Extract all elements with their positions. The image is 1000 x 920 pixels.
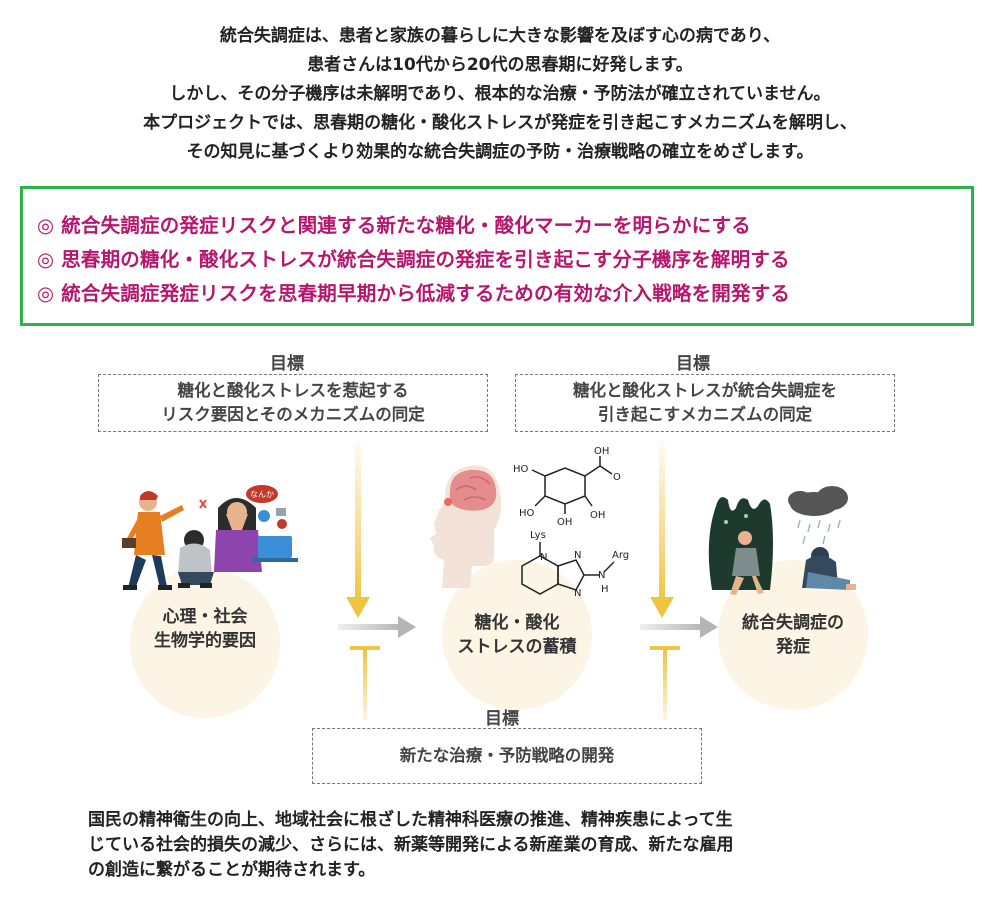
outro-line: じている社会的損失の減少、さらには、新薬等開発による新産業の育成、新たな雇用 (88, 835, 734, 855)
argpyrimidine-structure (521, 542, 615, 595)
intro-line: 患者さんは10代から20代の思春期に好発します。 (307, 55, 693, 75)
stage-line: 糖化・酸化 (474, 613, 560, 633)
down-arrow-left (346, 440, 370, 618)
inhibit-bar-left (350, 646, 380, 720)
outro-line: 国民の精神衛生の向上、地域社会に根ざした精神科医療の推進、精神疾患によって生 (88, 810, 733, 830)
target-label-left: 目標 (270, 354, 304, 374)
outro-text: 国民の精神衛生の向上、地域社会に根ざした精神科医療の推進、精神疾患によって生 じ… (88, 808, 948, 883)
down-arrow-right (650, 440, 674, 618)
chem-label: H (601, 584, 609, 595)
target-box-line: リスク要因とそのメカニズムの同定 (161, 405, 425, 424)
goal-item: ◎ 思春期の糖化・酸化ストレスが統合失調症の発症を引き起こす分子機序を解明する (37, 248, 790, 271)
target-box-bottom: 新たな治療・予防戦略の開発 (312, 728, 702, 784)
target-box-left: 糖化と酸化ストレスを惹起する リスク要因とそのメカニズムの同定 (98, 374, 488, 432)
goal-item: ◎ 統合失調症発症リスクを思春期早期から低減するための有効な介入戦略を開発する (37, 282, 791, 305)
glucuronic-acid-structure (531, 456, 613, 514)
stage-circle-factors (130, 568, 280, 718)
chem-labels-argpyrimidine: Lys N N N N H Arg (530, 530, 629, 599)
stage-text-onset: 統合失調症の 発症 (718, 611, 868, 659)
intro-line: その知見に基づくより効果的な統合失調症の予防・治療戦略の確立をめざします。 (186, 142, 814, 162)
intro-text: 統合失調症は、患者と家族の暮らしに大きな影響を及ぼす心の病であり、 患者さんは1… (0, 22, 1000, 167)
chem-label: N (598, 570, 605, 581)
chem-label: N (540, 552, 547, 563)
chem-label: Lys (530, 530, 546, 541)
intro-line: 本プロジェクトでは、思春期の糖化・酸化ストレスが発症を引き起こすメカニズムを解明… (143, 113, 857, 133)
stage-line: ストレスの蓄積 (457, 637, 577, 657)
chem-labels-glucuronic: OH O HO HO OH OH (513, 446, 621, 528)
stage-line: 統合失調症の (742, 613, 844, 633)
target-box-line: 引き起こすメカニズムの同定 (597, 405, 813, 424)
stage-line: 心理・社会 (162, 607, 248, 627)
chem-label: Arg (612, 550, 629, 561)
people-stress-illustration: なんか (122, 485, 298, 590)
onset-illustration (708, 486, 856, 595)
chem-label: OH (557, 517, 572, 528)
speech-bubble-text: なんか (250, 490, 274, 499)
stage-line: 発症 (776, 637, 810, 657)
inhibit-bar-right (650, 646, 680, 720)
target-box-line: 新たな治療・予防戦略の開発 (399, 746, 615, 765)
target-label-right: 目標 (676, 354, 710, 374)
stage-text-factors: 心理・社会 生物学的要因 (130, 605, 280, 653)
goals-box: ◎ 統合失調症の発症リスクと関連する新たな糖化・酸化マーカーを明らかにする ◎ … (20, 186, 974, 326)
chem-label: OH (594, 446, 609, 457)
target-box-right: 糖化と酸化ストレスが統合失調症を 引き起こすメカニズムの同定 (515, 374, 895, 432)
chem-label: N (574, 550, 581, 561)
chem-label: HO (513, 464, 529, 475)
stage-line: 生物学的要因 (154, 631, 256, 651)
goal-item: ◎ 統合失調症の発症リスクと関連する新たな糖化・酸化マーカーを明らかにする (37, 214, 751, 237)
stage-text-accumulation: 糖化・酸化 ストレスの蓄積 (442, 611, 592, 659)
flow-arrow-2 (640, 616, 718, 638)
intro-line: しかし、その分子機序は未解明であり、根本的な治療・予防法が確立されていません。 (169, 84, 831, 104)
target-box-line: 糖化と酸化ストレスが統合失調症を (573, 381, 837, 400)
intro-line: 統合失調症は、患者と家族の暮らしに大きな影響を及ぼす心の病であり、 (219, 26, 781, 46)
chem-label: HO (519, 508, 535, 519)
brain-head-illustration (430, 465, 502, 588)
target-label-bottom: 目標 (485, 709, 519, 729)
chem-label: OH (590, 510, 605, 521)
flow-arrow-1 (338, 616, 416, 638)
chem-label: O (613, 472, 621, 483)
chem-label: N (574, 588, 581, 599)
target-box-line: 糖化と酸化ストレスを惹起する (177, 381, 409, 400)
outro-line: の創造に繋がることが期待されます。 (88, 860, 376, 880)
